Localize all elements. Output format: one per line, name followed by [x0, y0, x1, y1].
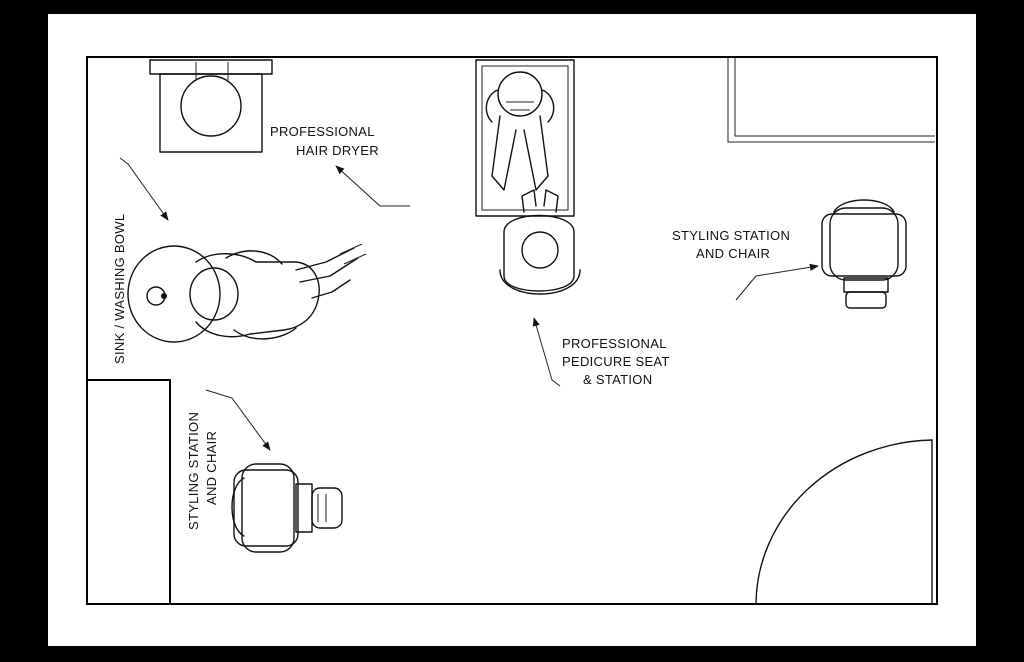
styling-left-label-line1: STYLING STATION [186, 412, 201, 530]
pedicure-label-line2: PEDICURE SEAT [562, 354, 670, 369]
room-outline [86, 56, 938, 605]
styling-right-label-line2: AND CHAIR [696, 246, 770, 261]
pedicure-station [475, 59, 581, 295]
styling-right-label-line1: STYLING STATION [672, 228, 790, 243]
hair-dryer-label-line1: PROFESSIONAL [270, 124, 375, 139]
sink-washing-bowl [127, 243, 367, 343]
top-right-counter [727, 58, 935, 143]
styling-left-label-line2: AND CHAIR [204, 431, 219, 505]
styling-chair-left [231, 463, 343, 553]
sheet [48, 14, 976, 646]
left-counter [88, 379, 171, 603]
pedicure-label-line3: & STATION [583, 372, 652, 387]
hair-dryer-label-line2: HAIR DRYER [296, 143, 379, 158]
label-arrows [119, 157, 819, 451]
door-swing [755, 439, 933, 604]
hair-dryer [149, 59, 273, 153]
styling-chair-right [821, 199, 907, 309]
pedicure-label-line1: PROFESSIONAL [562, 336, 667, 351]
sink-label: SINK / WASHING BOWL [112, 214, 127, 364]
